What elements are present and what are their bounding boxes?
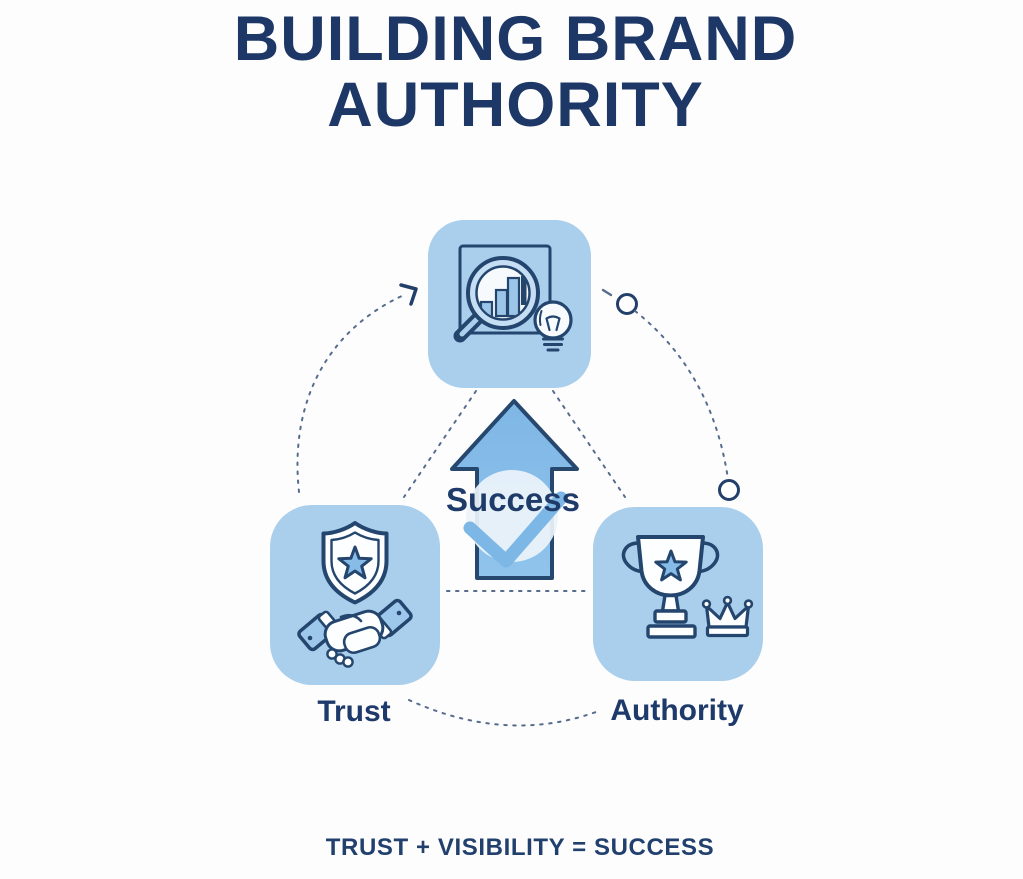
title-line-2: AUTHORITY: [327, 70, 704, 140]
lightbulb-icon: [533, 300, 573, 352]
trophy-star-icon: [621, 535, 720, 639]
dashed-arc-trust-to-visibility: [296, 294, 405, 493]
connector-circle-top-icon: [616, 293, 638, 315]
dashed-edge-left: [403, 390, 477, 498]
success-label: Success: [446, 481, 580, 518]
crown-icon: [701, 595, 754, 638]
shield-star-handshake-icon: [297, 521, 413, 668]
handshake-icon: [297, 598, 413, 668]
node-visibility: [428, 220, 591, 388]
magnifier-icon: [453, 256, 540, 343]
document-outline-icon: [458, 244, 552, 335]
shield-star-icon: [321, 521, 389, 605]
dash-segment: [601, 288, 613, 297]
node-trust: [270, 505, 440, 685]
check-icon: [463, 491, 568, 568]
star-icon: [337, 545, 373, 580]
page-title: BUILDING BRAND AUTHORITY: [0, 6, 1023, 138]
arrowhead-icon: [399, 283, 418, 306]
bar-chart-magnifier-lightbulb-icon: [453, 244, 573, 352]
dashed-arc-trust-to-authority: [408, 699, 597, 727]
formula-text: TRUST + VISIBILITY = SUCCESS: [325, 834, 715, 861]
authority-label: Authority: [610, 694, 744, 727]
trust-label: Trust: [317, 695, 391, 728]
dashed-arc-visibility-to-authority: [634, 310, 729, 480]
star-icon: [654, 549, 688, 582]
connector-circle-right-icon: [718, 479, 740, 501]
node-authority: [593, 507, 763, 681]
trophy-crown-icon: [621, 535, 754, 639]
dashed-edge-right: [552, 390, 626, 498]
title-line-1: BUILDING BRAND: [233, 4, 798, 74]
